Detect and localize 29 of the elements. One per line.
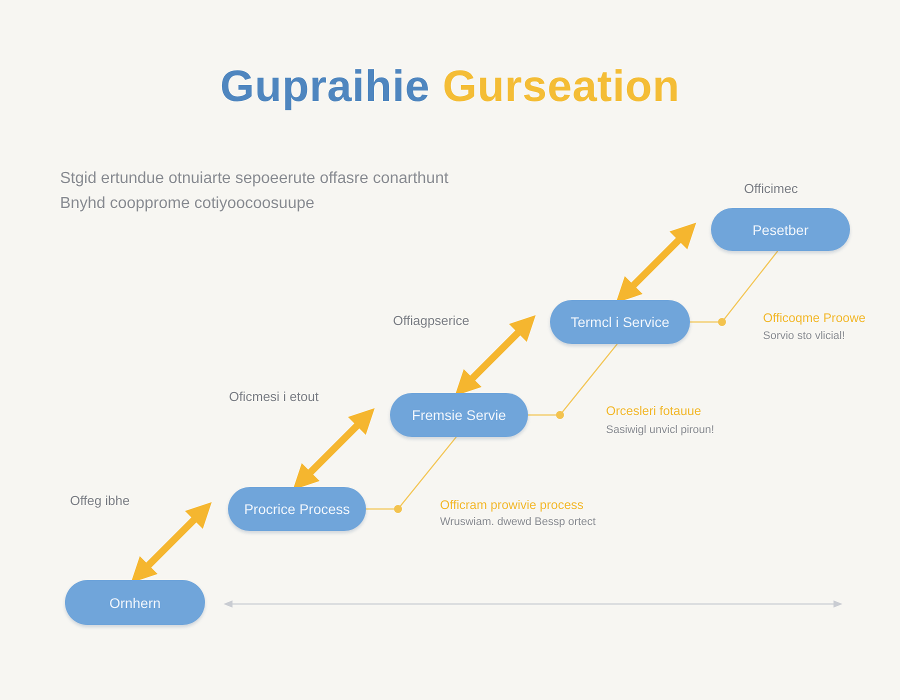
process-pill — [550, 300, 690, 344]
process-pill — [65, 580, 205, 625]
connector-line — [690, 250, 778, 323]
callout-heading: Officram prowivie process — [440, 498, 584, 512]
double-arrow — [130, 502, 212, 583]
step-caption: Officimec — [744, 181, 798, 196]
step-caption: Offiagpserice — [393, 313, 470, 328]
step-caption: Oficmesi i etout — [229, 389, 319, 404]
process-pill — [228, 487, 366, 531]
connector-line — [528, 344, 618, 416]
subtitle: Stgid ertundue otnuiarte sepoeerute offasre conarthunt Bnyhd coopprome cotiyoocoosuupe — [60, 169, 450, 214]
node-label: Ornhern — [109, 594, 161, 610]
callout-heading: Officoqme Proowe — [763, 311, 866, 325]
title: Gupraihie Gurseation — [219, 62, 681, 112]
node-label: Termcl i Service — [570, 314, 670, 330]
double-arrow — [292, 408, 375, 490]
callout-text: Wruswiam. dwewd Bessp ortect — [440, 516, 596, 528]
double-arrow — [454, 315, 536, 396]
process-pill — [390, 393, 528, 437]
connector-line — [366, 436, 457, 510]
node-label: Fremsie Servie — [412, 407, 506, 423]
process-pill — [711, 208, 850, 251]
callout-text: Sasiwigl unvicl piroun! — [606, 424, 714, 436]
double-arrow — [616, 222, 696, 303]
callout-heading: Orcesleri fotauue — [606, 404, 702, 418]
node-label: Pesetber — [752, 222, 809, 238]
step-caption: Offeg ibhe — [70, 493, 130, 508]
callout-text: Sorvio sto vlicial! — [763, 330, 845, 342]
node-label: Procrice Process — [244, 501, 350, 517]
